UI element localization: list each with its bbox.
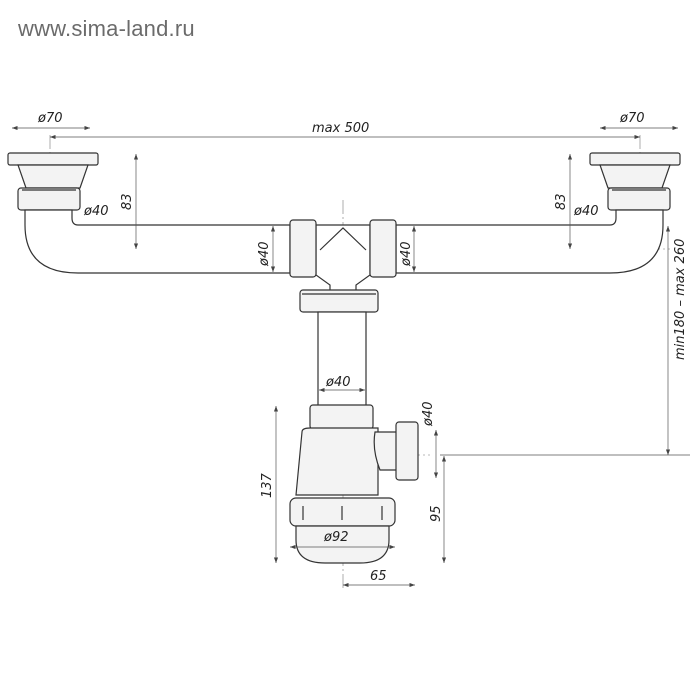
dimension-lines (12, 125, 690, 588)
label-outlet-height: 95 (429, 505, 444, 522)
label-outlet-offset: 65 (370, 569, 387, 584)
label-max-width: max 500 (312, 121, 369, 136)
label-drop-left: 83 (120, 193, 135, 210)
label-trap-height: 137 (260, 472, 275, 498)
label-pipe-right: ø40 (399, 242, 414, 268)
label-outlet-right: ø40 (573, 204, 599, 219)
right-strainer (395, 152, 681, 274)
label-cup-diameter: ø92 (323, 530, 349, 545)
label-riser: ø40 (325, 375, 351, 390)
label-strainer-right: ø70 (619, 111, 645, 126)
label-drop-right: 83 (554, 193, 569, 210)
label-side-outlet: ø40 (421, 402, 436, 428)
label-pipe-left: ø40 (257, 242, 272, 268)
left-strainer (7, 152, 291, 274)
label-height-range: min180 – max 260 (673, 239, 688, 360)
tee-fitting (289, 219, 397, 313)
watermark: www.sima-land.ru (18, 16, 195, 41)
label-outlet-left: ø40 (83, 204, 109, 219)
bottle-trap (289, 404, 419, 564)
label-strainer-left: ø70 (37, 111, 63, 126)
riser-pipe (317, 311, 367, 407)
